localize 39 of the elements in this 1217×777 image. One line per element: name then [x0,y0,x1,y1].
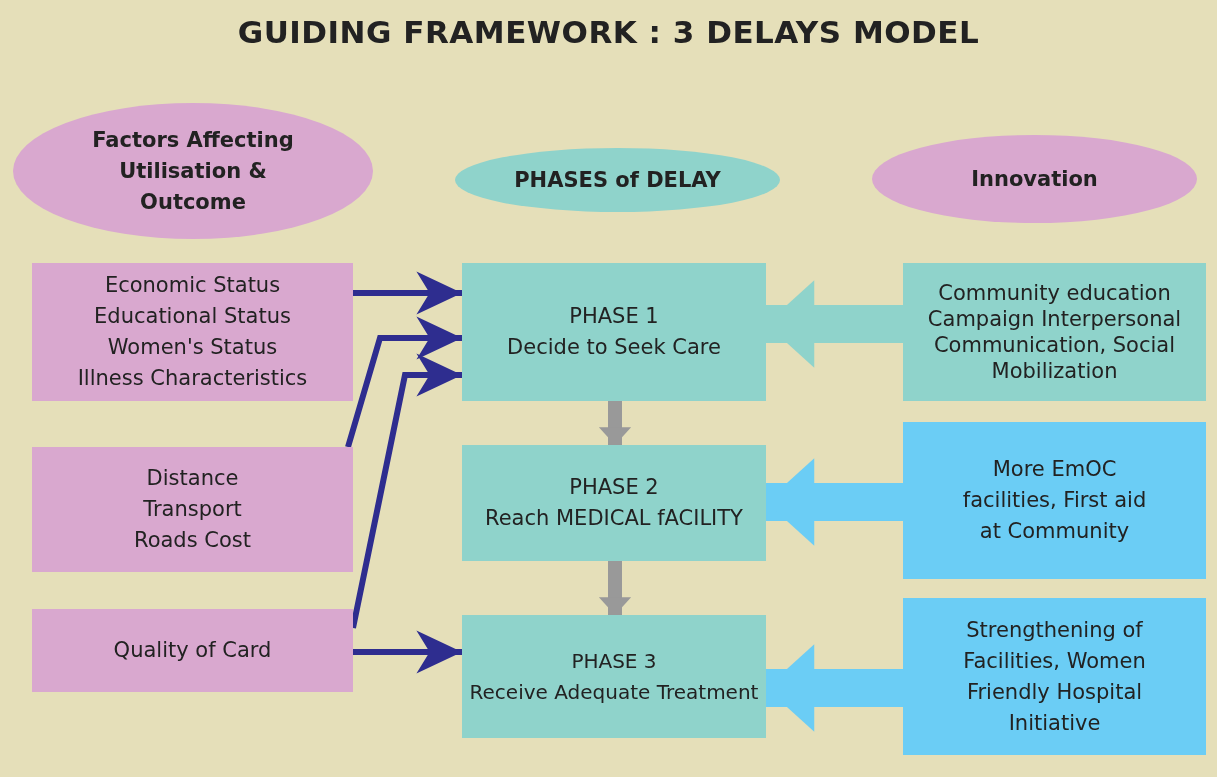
factor-box [32,263,353,401]
box-text: Educational Status [94,303,291,330]
block-arrow [766,280,903,368]
box-text: More EmOC facilities, First aid at Community [961,456,1148,545]
diagram-title: GUIDING FRAMEWORK : 3 DELAYS MODEL [236,14,981,50]
arrow [353,271,462,315]
header-text: Factors Affecting Utilisation & Outcome [91,126,295,216]
box-text: Illness Characteristics [77,365,308,392]
box-text: Quality of Card [113,637,272,664]
phase-box [462,263,766,401]
innovation-box [903,598,1206,755]
box-text: Transport [143,496,242,523]
box-text: Decide to Seek Care [507,334,721,361]
header-text: PHASES of DELAY [514,166,721,194]
box-text: Women's Status [107,334,278,361]
factor-box [32,447,353,572]
innovation-box [903,263,1206,401]
block-arrow [766,644,903,732]
box-text: Roads Cost [134,527,251,554]
block-arrow [766,458,903,546]
box-text: Receive Adequate Treatment [469,678,759,706]
box-text: Reach MEDICAL fACILITY [485,505,743,532]
innovation-box [903,422,1206,579]
box-text: Strengthening of Facilities, Women Friendly Hospital Initiative [962,616,1147,737]
phase-box [462,445,766,561]
box-text: Community education Campaign Interpersonal Communication, Social Mobilization [926,280,1183,384]
box-text: PHASE 3 [571,647,657,675]
box-text: Distance [146,465,239,492]
header-text: Innovation [971,165,1098,193]
box-text: PHASE 2 [569,474,659,501]
arrow [353,630,462,674]
arrow [350,353,462,629]
arrow [345,316,462,448]
factor-box [32,609,353,692]
arrow [598,561,632,615]
box-text: Economic Status [104,272,281,299]
arrow [598,401,632,445]
box-text: PHASE 1 [569,303,659,330]
phase-box [462,615,766,738]
